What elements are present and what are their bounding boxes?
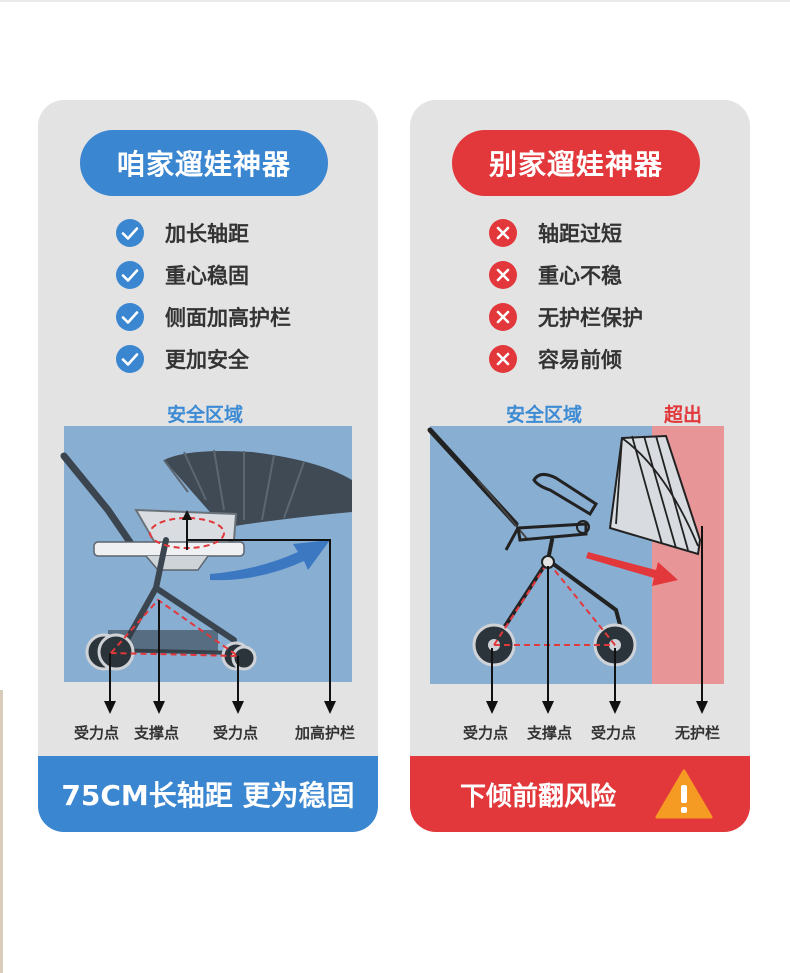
feature-label: 容易前倾 [538,348,622,372]
feature-item: 无护栏保护 [488,302,643,332]
check-circle-icon [116,345,144,373]
feature-item: 容易前倾 [488,344,622,374]
check-circle-icon [116,219,144,247]
top-divider [0,0,790,2]
our-stroller-title: 咱家遛娃神器 [80,130,328,196]
feature-label: 加长轴距 [165,222,249,246]
support-point-label: 支撑点 [134,724,180,742]
x-circle-icon [489,345,517,373]
x-circle-icon [489,219,517,247]
feature-item: 加长轴距 [115,218,249,248]
side-guard-label: 加高护栏 [295,724,356,742]
safe-zone-label: 安全区域 [506,404,583,426]
feature-item: 侧面加高护栏 [115,302,291,332]
feature-label: 重心不稳 [538,264,622,288]
warning-triangle-icon [655,769,713,819]
left-edge-strip [0,690,3,973]
force-point-label: 受力点 [213,724,259,742]
check-circle-icon [116,303,144,331]
x-circle-icon [489,261,517,289]
feature-item: 重心不稳 [488,260,622,290]
summary-text: 75CM长轴距 更为稳固 [61,779,355,812]
force-point-label: 受力点 [74,724,120,742]
feature-item: 重心稳固 [115,260,249,290]
overflow-label: 超出 [664,404,703,426]
safe-zone-label: 安全区域 [167,404,244,426]
force-point-label: 受力点 [463,724,509,742]
feature-label: 侧面加高护栏 [165,306,291,330]
support-point-label: 支撑点 [527,724,573,742]
check-circle-icon [116,261,144,289]
summary-text: 下倾前翻风险 [460,781,617,812]
feature-item: 轴距过短 [488,218,622,248]
stroller-diagram [427,426,724,714]
feature-label: 无护栏保护 [538,306,643,330]
canopy [164,451,352,528]
no-guard-label: 无护栏 [675,724,721,742]
feature-label: 重心稳固 [165,264,249,288]
feature-label: 轴距过短 [538,222,622,246]
other-stroller-title: 别家遛娃神器 [452,130,700,196]
stroller-diagram [60,426,352,714]
other-stroller-card: 别家遛娃神器 轴距过短 重心不稳 无护栏保护 容易前倾 安全区域 超出 [410,100,750,832]
force-point-label: 受力点 [591,724,637,742]
other-stroller-summary: 下倾前翻风险 [410,756,750,832]
feature-label: 更加安全 [165,348,249,372]
our-stroller-card: 咱家遛娃神器 加长轴距 重心稳固 侧面加高护栏 更加安全 安全区域 [38,100,378,832]
feature-item: 更加安全 [115,344,249,374]
our-stroller-summary: 75CM长轴距 更为稳固 [38,756,378,832]
x-circle-icon [489,303,517,331]
